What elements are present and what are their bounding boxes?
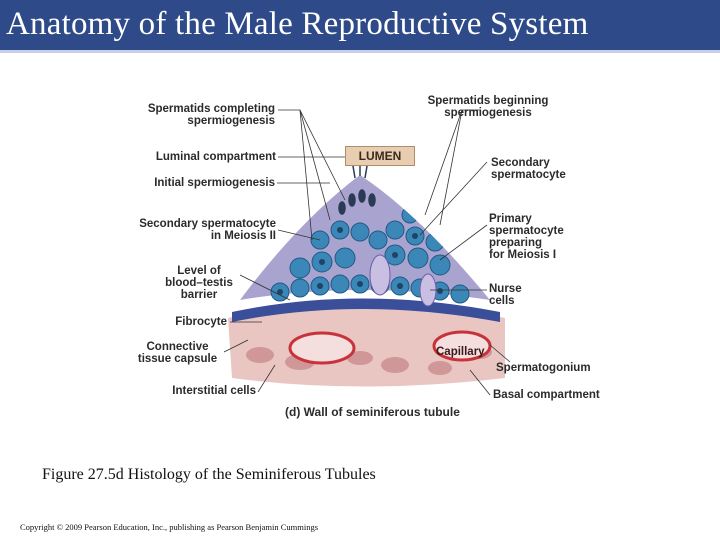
label-luminal-compartment: Luminal compartment xyxy=(125,151,276,163)
label-connective-tissue-capsule: Connective tissue capsule xyxy=(130,341,225,365)
label-secondary-meiosis: Secondary spermatocyte in Meiosis II xyxy=(125,218,276,242)
capillary-left xyxy=(290,333,354,363)
panel-caption: (d) Wall of seminiferous tubule xyxy=(285,405,460,419)
label-spermatids-completing: Spermatids completing spermiogenesis xyxy=(125,103,275,127)
label-interstitial-cells: Interstitial cells xyxy=(125,385,256,397)
lumen-label: LUMEN xyxy=(345,146,415,166)
figure-caption: Figure 27.5d Histology of the Seminifero… xyxy=(42,466,376,484)
label-capillary: Capillary xyxy=(436,346,496,358)
label-spermatogonium: Spermatogonium xyxy=(496,362,606,374)
label-basal-compartment: Basal compartment xyxy=(493,389,603,401)
copyright-notice: Copyright © 2009 Pearson Education, Inc.… xyxy=(20,522,318,532)
label-blood-testis-barrier: Level of blood–testis barrier xyxy=(160,265,238,301)
label-spermatids-beginning: Spermatids beginning spermiogenesis xyxy=(418,95,558,119)
label-nurse-cells: Nurse cells xyxy=(489,283,549,307)
label-initial-spermiogenesis: Initial spermiogenesis xyxy=(125,177,275,189)
label-fibrocyte: Fibrocyte xyxy=(150,316,227,328)
label-primary-spermatocyte: Primary spermatocyte preparing for Meios… xyxy=(489,213,589,261)
label-secondary-spermatocyte: Secondary spermatocyte xyxy=(491,157,591,181)
